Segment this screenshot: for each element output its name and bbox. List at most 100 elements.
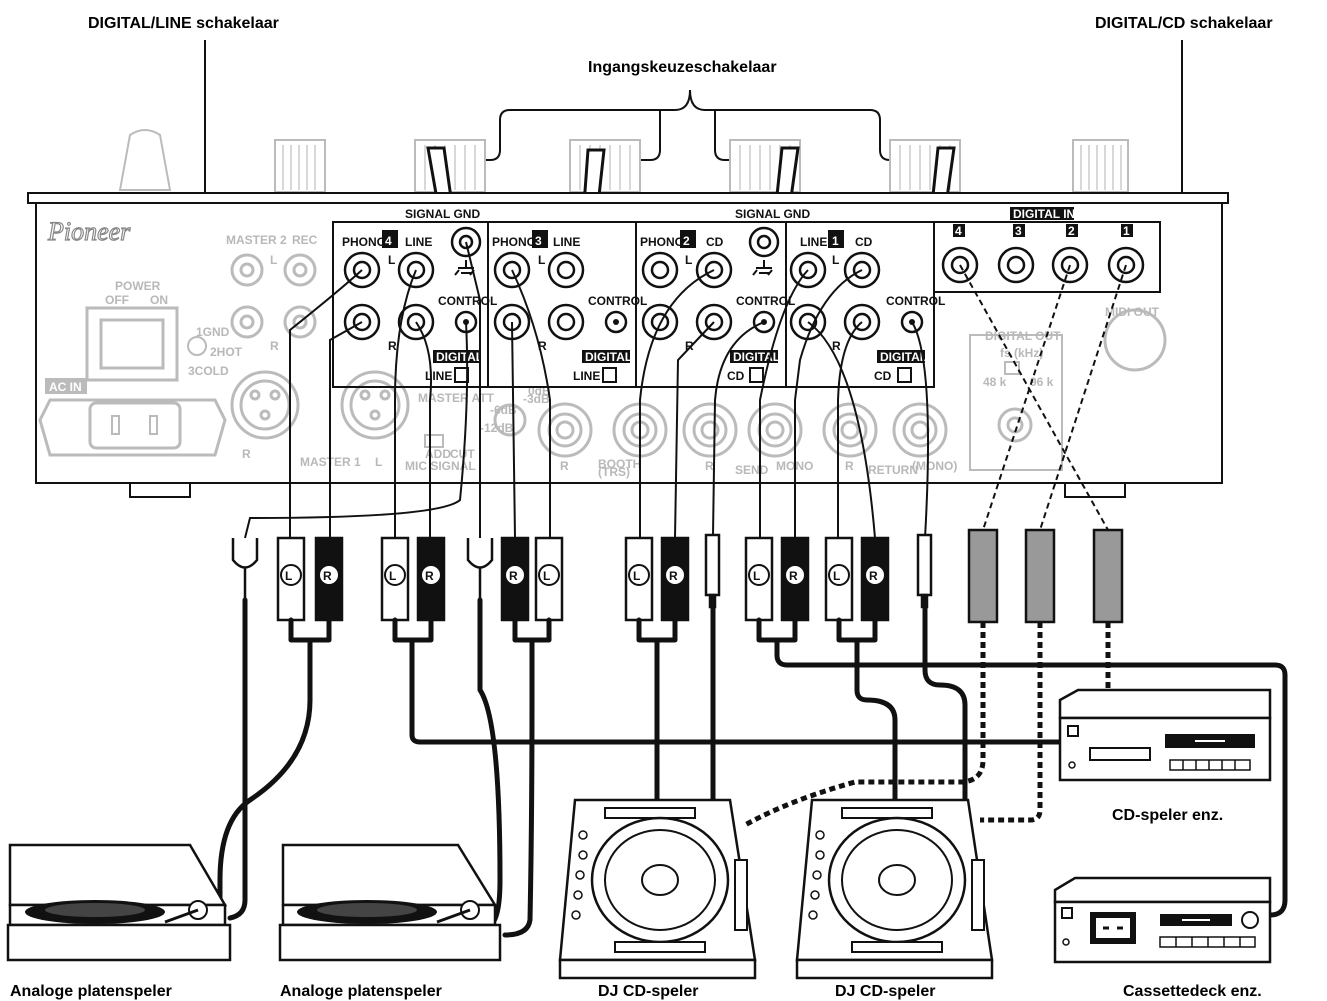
ch3-digital-label: DIGITAL — [585, 350, 632, 364]
ch1-control-label: CONTROL — [886, 294, 945, 308]
ch4-switch-line-label: LINE — [425, 369, 452, 383]
ch1-l: L — [832, 253, 839, 267]
ch3-control-label: CONTROL — [588, 294, 647, 308]
ch3-phono-label: PHONO — [492, 235, 536, 249]
plug-r-3: R — [509, 569, 518, 583]
ch4-l: L — [388, 253, 395, 267]
plug-r-6: R — [869, 569, 878, 583]
digital-line-switch-label: DIGITAL/LINE schakelaar — [88, 15, 279, 32]
ch3-number: 3 — [535, 234, 542, 248]
power-on: ON — [150, 293, 168, 307]
knob-gray-3 — [1073, 140, 1128, 192]
digital-in-2-number: 2 — [1068, 224, 1075, 238]
master1-l: L — [375, 455, 382, 469]
ch2-digital-cd-switch — [750, 368, 763, 382]
return-mono: (MONO) — [912, 459, 957, 473]
input-selector-brace — [438, 90, 945, 160]
digital-cd-switch-label: DIGITAL/CD schakelaar — [1095, 15, 1273, 32]
digital-in-3-number: 3 — [1015, 224, 1022, 238]
digital-in-1-number: 1 — [1123, 224, 1130, 238]
gnd-label: 1GND — [196, 325, 230, 339]
ch1-cd-label: CD — [855, 235, 873, 249]
cold-label: 3COLD — [188, 364, 229, 378]
send-r: R — [705, 459, 714, 473]
master2-label: MASTER 2 — [226, 233, 287, 247]
ch4-phono-label: PHONO — [342, 235, 386, 249]
plug-l-2: L — [389, 569, 396, 583]
plug-r-4: R — [669, 569, 678, 583]
digital-in-4-number: 4 — [955, 224, 962, 238]
input-selector-label: Ingangskeuzeschakelaar — [588, 59, 777, 76]
plug-r-1: R — [323, 569, 332, 583]
rec-label: REC — [292, 233, 318, 247]
master2-r: R — [270, 339, 279, 353]
signal-gnd-label-2: SIGNAL GND — [735, 207, 810, 221]
fs-48k: 48 k — [983, 375, 1007, 389]
ch4-r: R — [388, 339, 397, 353]
cassette-deck — [1055, 878, 1270, 962]
xlr-pinout-icon — [188, 337, 206, 355]
plug-l-1: L — [285, 569, 292, 583]
ch2-l: L — [685, 253, 692, 267]
ch1-number: 1 — [832, 234, 839, 248]
att-12: -12dB — [480, 421, 514, 435]
ch4-line-label: LINE — [405, 235, 432, 249]
ch2-switch-cd-label: CD — [727, 369, 745, 383]
return-r: R — [845, 459, 854, 473]
rca-plugs: L R L R R L L R L R L — [278, 538, 888, 620]
ch2-number: 2 — [683, 234, 690, 248]
mic-signal-switch — [425, 435, 443, 447]
dj-cd-player-1 — [560, 800, 755, 978]
plug-r-5: R — [789, 569, 798, 583]
turntable-1-label: Analoge platenspeler — [10, 983, 172, 1000]
master2-l: L — [270, 253, 277, 267]
turntable-2 — [280, 845, 500, 960]
send-label: SEND — [735, 463, 769, 477]
master1-r: R — [242, 447, 251, 461]
knob-gray-2 — [275, 140, 325, 192]
booth-r: R — [560, 459, 569, 473]
midi-out-jack — [1105, 310, 1165, 370]
dj-cd-2-label: DJ CD-speler — [835, 983, 935, 1000]
dj-cd-player-2 — [797, 800, 992, 978]
digital-coax-plugs — [969, 530, 1122, 622]
plug-l-5: L — [753, 569, 760, 583]
turntable-1 — [8, 845, 230, 960]
ground-fork-terminals — [233, 538, 492, 600]
digital-in-label: DIGITAL IN — [1013, 207, 1075, 221]
ch4-digital-line-switch — [455, 368, 468, 382]
plug-l-6: L — [833, 569, 840, 583]
ch1-line-label: LINE — [800, 235, 827, 249]
cd-player-etc — [1060, 690, 1270, 780]
hot-label: 2HOT — [210, 345, 243, 359]
ch3-digital-line-switch — [603, 368, 616, 382]
ch1-digital-label: DIGITAL — [880, 350, 927, 364]
plug-l-3: L — [543, 569, 550, 583]
knob-gray-1 — [120, 130, 170, 190]
ch3-line-label: LINE — [553, 235, 580, 249]
turntable-2-label: Analoge platenspeler — [280, 983, 442, 1000]
fs-switch — [1005, 362, 1019, 374]
power-switch — [101, 320, 163, 368]
dj-cd-1-label: DJ CD-speler — [598, 983, 698, 1000]
plug-r-2: R — [425, 569, 434, 583]
ch3-l: L — [538, 253, 545, 267]
ch4-digital-label: DIGITAL — [436, 350, 483, 364]
ch2-cd-label: CD — [706, 235, 724, 249]
booth-trs: (TRS) — [598, 465, 630, 479]
signal-gnd-label-1: SIGNAL GND — [405, 207, 480, 221]
control-mini-plugs — [706, 535, 931, 607]
fs-96k: 96 k — [1030, 375, 1054, 389]
mic-signal-label: MIC SIGNAL — [405, 459, 476, 473]
ch2-phono-label: PHONO — [640, 235, 684, 249]
power-off: OFF — [105, 293, 129, 307]
brand-logo: Pioneer — [47, 217, 131, 246]
cd-player-etc-label: CD-speler enz. — [1112, 807, 1223, 824]
ch4-control-label: CONTROL — [438, 294, 497, 308]
ch4-number: 4 — [385, 234, 392, 248]
ch3-switch-line-label: LINE — [573, 369, 600, 383]
cassette-label: Cassettedeck enz. — [1123, 983, 1262, 1000]
ch2-digital-label: DIGITAL — [733, 350, 780, 364]
ac-in-label: AC IN — [49, 380, 82, 394]
